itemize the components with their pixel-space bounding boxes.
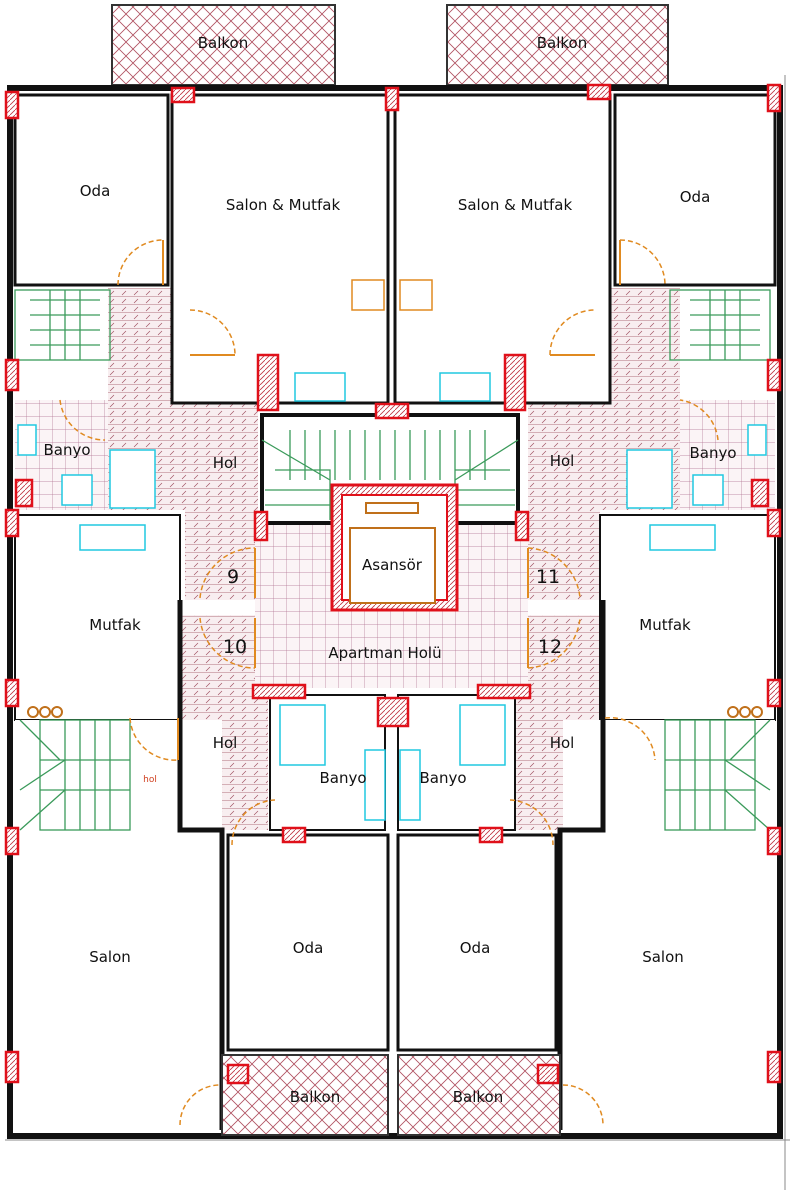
label-hol-lower-left: Hol (213, 734, 238, 752)
label-salon-mutfak-right: Salon & Mutfak (458, 196, 573, 214)
wall-salon-right (557, 600, 606, 1130)
label-balkon-top-left: Balkon (198, 34, 249, 52)
label-oda-top-left: Oda (80, 182, 111, 200)
room-salon-mutfak-left (170, 93, 390, 405)
site-line (5, 75, 790, 1190)
label-mutfak-right: Mutfak (639, 616, 691, 634)
fixtures (17, 279, 767, 821)
elevator-panel (365, 502, 419, 514)
label-mutfak-left: Mutfak (89, 616, 141, 634)
doors (59, 239, 719, 1126)
label-balkon-top-right: Balkon (537, 34, 588, 52)
door-number-12: 12 (538, 636, 562, 658)
balcony-bottom-left (221, 1054, 389, 1136)
wall-salon-left (177, 600, 225, 1130)
label-salon-left: Salon (89, 948, 131, 966)
balcony-top-right (446, 4, 669, 86)
label-oda-top-right: Oda (680, 188, 711, 206)
room-salon-left (15, 720, 222, 1130)
label-balkon-bottom-right: Balkon (453, 1088, 504, 1106)
room-oda-top-right (613, 93, 777, 287)
label-oda-lower-right: Oda (460, 939, 491, 957)
columns (4, 83, 782, 1085)
door-number-9: 9 (227, 566, 239, 588)
label-hol-small: hol (143, 775, 157, 785)
private-stairs (14, 289, 771, 831)
room-oda-top-left (13, 93, 170, 287)
label-salon-mutfak-left: Salon & Mutfak (226, 196, 341, 214)
label-balkon-bottom-left: Balkon (290, 1088, 341, 1106)
label-asansor: Asansör (362, 556, 423, 574)
label-banyo-lower-left: Banyo (319, 769, 366, 787)
door-number-10: 10 (223, 636, 247, 658)
label-hol-upper-right: Hol (550, 452, 575, 470)
label-banyo-lower-right: Banyo (419, 769, 466, 787)
room-salon-mutfak-right (393, 93, 612, 405)
label-hol-upper-left: Hol (213, 454, 238, 472)
elevator-cabin (349, 527, 436, 604)
label-oda-lower-left: Oda (293, 939, 324, 957)
label-apartman-holu: Apartman Holü (328, 644, 441, 662)
room-oda-lower-right (396, 833, 558, 1052)
balcony-top-left (111, 4, 336, 86)
door-number-11: 11 (536, 566, 560, 588)
room-salon-right (563, 720, 775, 1130)
room-oda-lower-left (226, 833, 390, 1052)
label-banyo-upper-left: Banyo (43, 441, 90, 459)
label-banyo-upper-right: Banyo (689, 444, 736, 462)
label-hol-lower-right: Hol (550, 734, 575, 752)
label-salon-right: Salon (642, 948, 684, 966)
balcony-bottom-right (397, 1054, 561, 1136)
